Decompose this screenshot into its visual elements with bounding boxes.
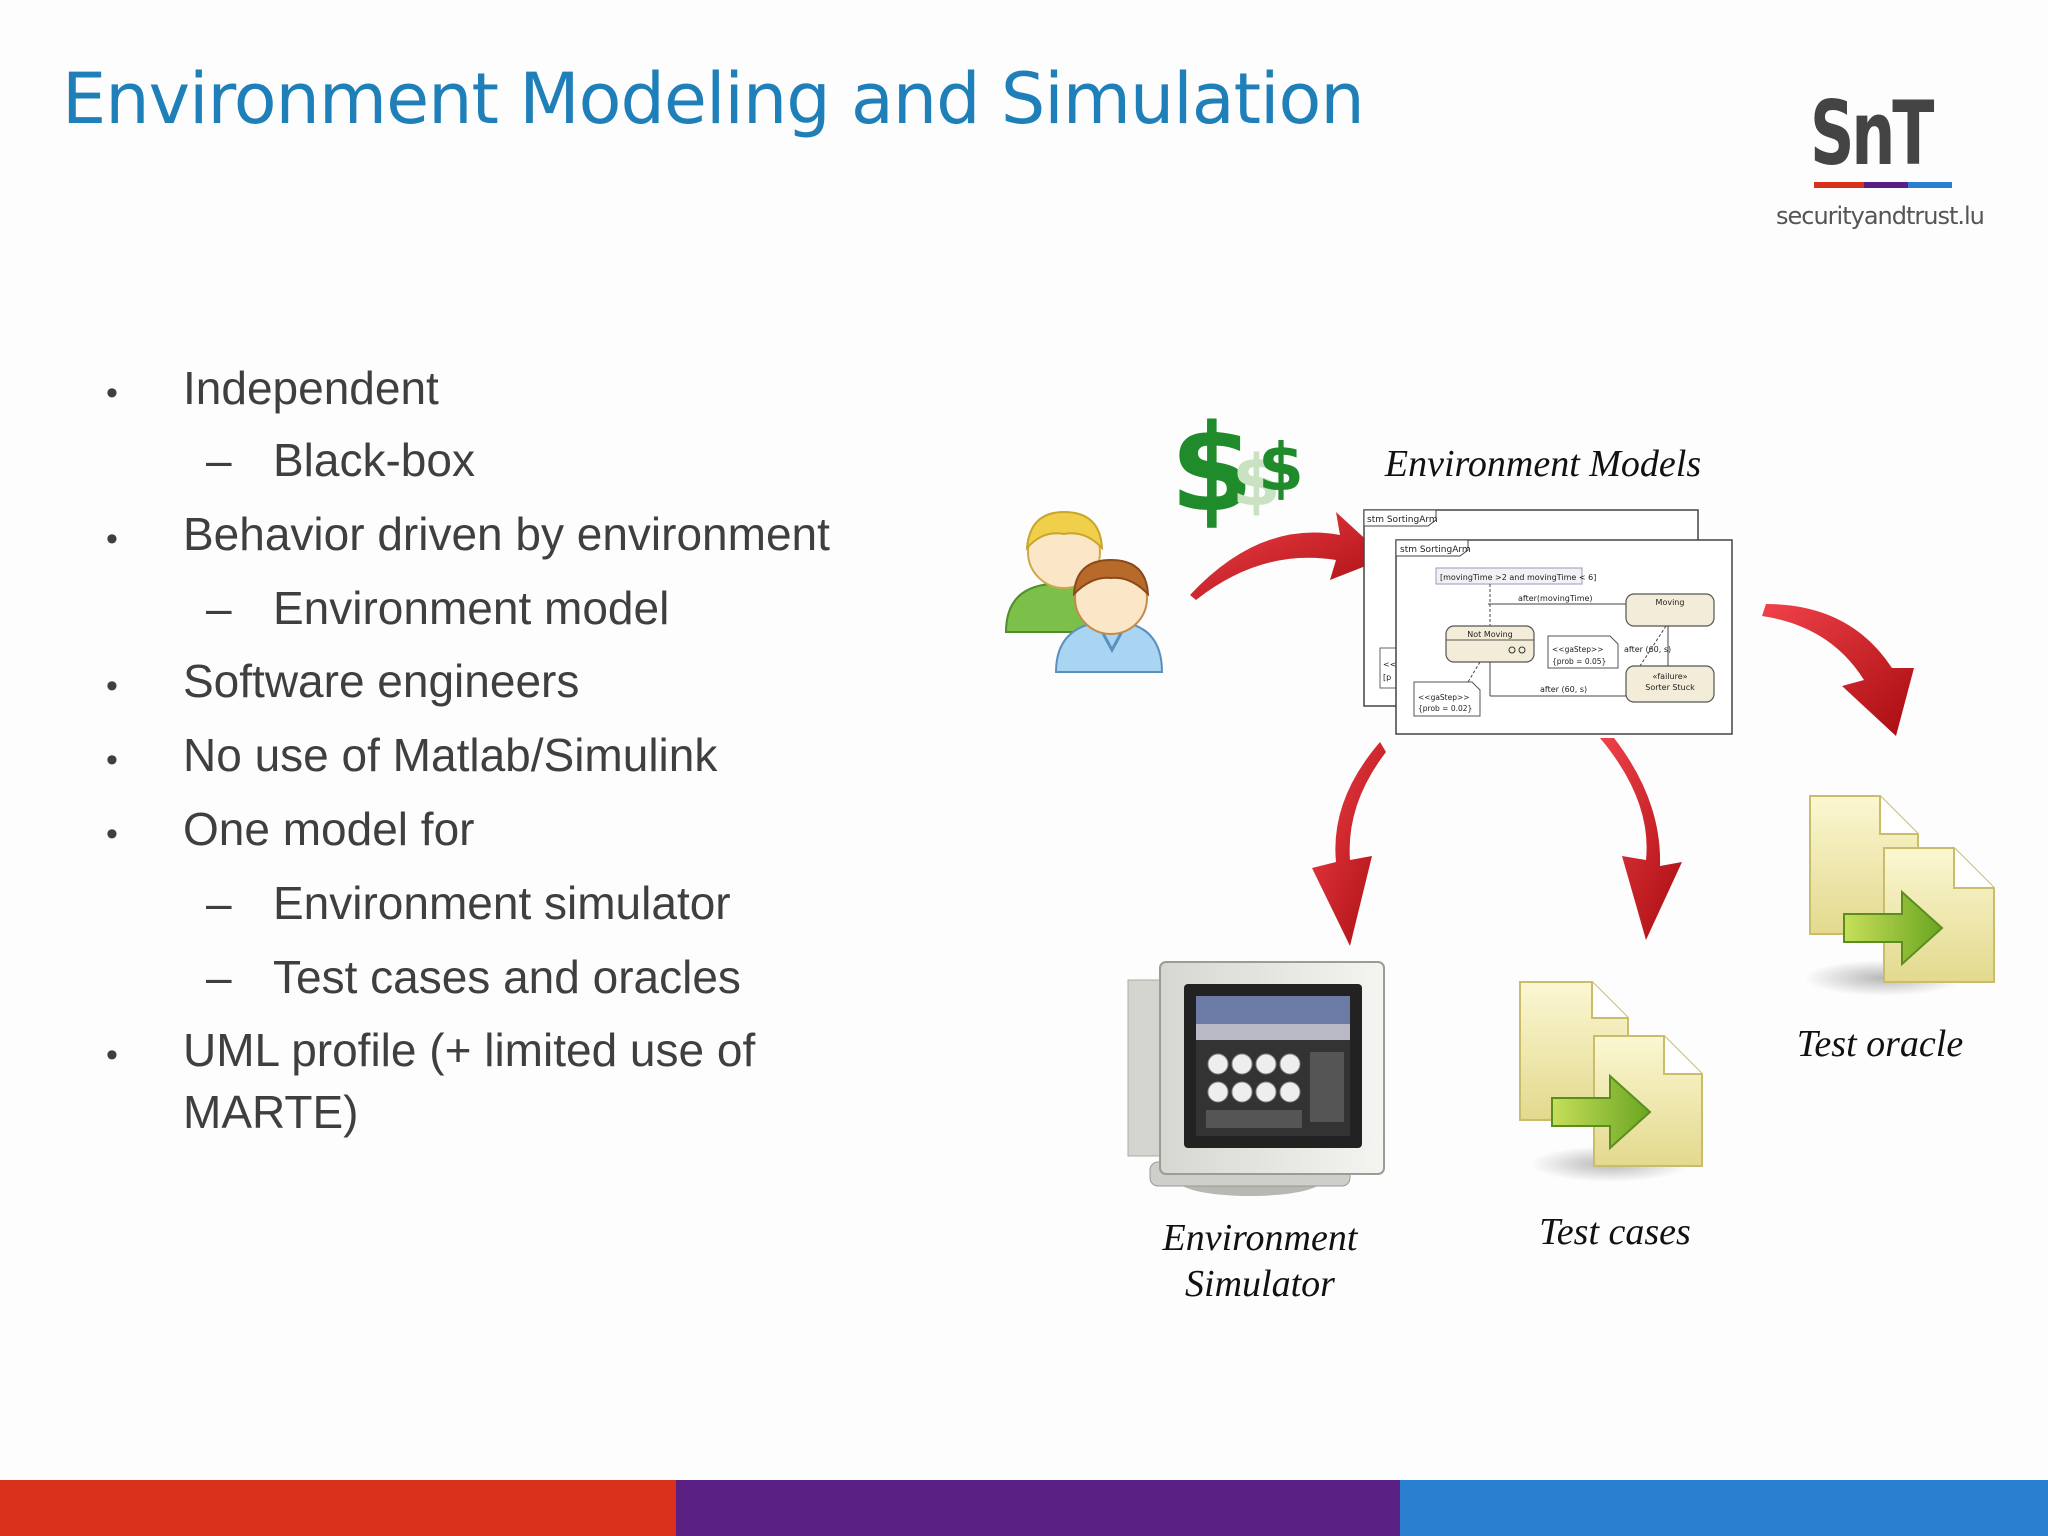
slide-title: Environment Modeling and Simulation <box>62 58 1365 140</box>
sub-bullet-marker: – <box>206 877 232 929</box>
caption-test-cases: Test cases <box>1539 1211 1691 1253</box>
uml-state-not-moving: Not Moving <box>1467 630 1512 639</box>
documents-icon <box>1519 981 1703 1182</box>
arrow-icon <box>1190 512 1386 600</box>
svg-text:[p: [p <box>1383 673 1391 682</box>
sub-bullet-marker: – <box>206 951 232 1003</box>
svg-text:«failure»: «failure» <box>1652 672 1687 681</box>
bullet-item: No use of Matlab/Simulink <box>183 729 718 781</box>
svg-text:$: $ <box>1258 429 1304 506</box>
caption-simulator-line1: Environment <box>1162 1217 1358 1259</box>
bullet-marker: • <box>106 667 118 705</box>
bullet-marker: • <box>106 1036 118 1074</box>
svg-text:$: $ <box>1170 400 1254 539</box>
uml-guard: [movingTime >2 and movingTime < 6] <box>1440 573 1596 582</box>
svg-text:<<gaStep>>: <<gaStep>> <box>1552 645 1604 654</box>
sub-bullet-item: Environment simulator <box>273 877 731 929</box>
sub-bullet-item: Environment model <box>273 582 670 634</box>
logo-mark: SnT <box>1810 82 1934 185</box>
bullet-marker: • <box>106 374 118 412</box>
uml-state-moving: Moving <box>1656 598 1685 607</box>
bullet-item: Software engineers <box>183 655 580 707</box>
users-icon <box>1004 510 1164 673</box>
monitor-icon <box>1127 961 1385 1196</box>
uml-transition: after (60, s) <box>1540 685 1587 694</box>
svg-text:<<gaStep>>: <<gaStep>> <box>1418 693 1470 702</box>
sub-bullet-marker: – <box>206 582 232 634</box>
sub-bullet-marker: – <box>206 434 232 486</box>
sub-bullet-item: Test cases and oracles <box>273 951 741 1003</box>
uml-transition: after(movingTime) <box>1518 594 1593 603</box>
svg-text:{prob = 0.05}: {prob = 0.05} <box>1552 657 1606 666</box>
uml-transition: after (60, s) <box>1624 645 1671 654</box>
caption-environment-models: Environment Models <box>1384 443 1702 485</box>
documents-icon <box>1804 795 1995 996</box>
bullet-marker: • <box>106 520 118 558</box>
svg-text:$: $ <box>1232 440 1281 522</box>
bullet-marker: • <box>106 815 118 853</box>
footer-band <box>0 1480 2048 1536</box>
svg-text:{prob = 0.02}: {prob = 0.02} <box>1418 704 1472 713</box>
bullet-item-continuation: MARTE) <box>183 1086 359 1138</box>
arrow-icon <box>1762 604 1914 736</box>
arrow-icon <box>1312 742 1386 946</box>
logo-domain: securityandtrust.lu <box>1776 202 1985 230</box>
bullet-item: One model for <box>183 803 475 855</box>
bullet-item: UML profile (+ limited use of <box>183 1024 756 1076</box>
snt-logo: SnT securityandtrust.lu <box>1770 82 1985 240</box>
caption-simulator-line2: Simulator <box>1185 1263 1335 1305</box>
dollar-icon: $ $ $ <box>1170 400 1304 539</box>
sub-bullet-item: Black-box <box>273 434 475 486</box>
bullet-item: Behavior driven by environment <box>183 508 830 560</box>
arrow-icon <box>1600 738 1682 940</box>
bullet-item: Independent <box>183 362 439 414</box>
uml-state-sorter-stuck: Sorter Stuck <box>1645 683 1695 692</box>
caption-test-oracle: Test oracle <box>1796 1023 1964 1065</box>
svg-text:<<: << <box>1383 660 1396 669</box>
uml-state-machine: stm SortingArm [movingTime >2 and moving… <box>1395 539 1733 735</box>
uml-frame-label: stm SortingArm <box>1400 545 1471 555</box>
bullet-marker: • <box>106 741 118 779</box>
uml-frame-label: stm SortingArm <box>1367 515 1438 525</box>
